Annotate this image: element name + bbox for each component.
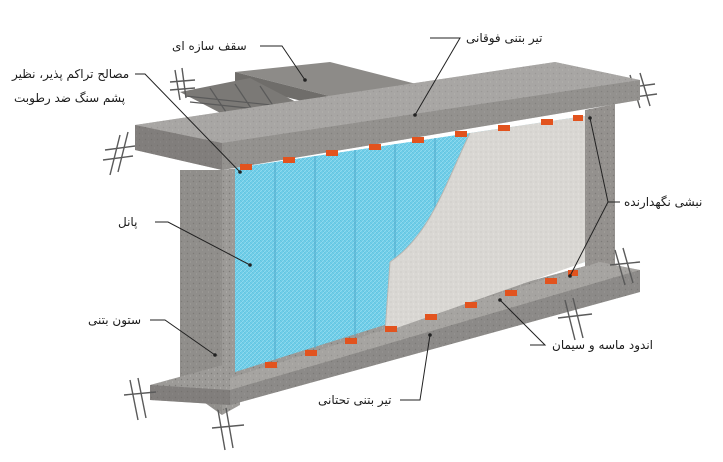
right-concrete-column xyxy=(585,104,615,280)
label-retaining-angle: نبشی نگهدارنده xyxy=(624,195,703,209)
leader-dots xyxy=(213,78,592,357)
label-column: ستون بتنی xyxy=(88,313,142,327)
label-materials-line1: مصالح تراکم پذیر، نظیر xyxy=(12,67,130,81)
sand-cement-plaster xyxy=(384,116,585,333)
retaining-angles-bottom xyxy=(265,270,578,368)
rebar-bottom xyxy=(123,247,641,451)
label-roof: سقف سازه ای xyxy=(172,39,247,53)
label-top-beam: تیر بتنی فوقانی xyxy=(466,31,543,45)
label-panel: پانل xyxy=(118,215,138,229)
leader-lines xyxy=(135,37,620,401)
label-plaster: اندود ماسه و سیمان xyxy=(552,338,654,352)
top-concrete-beam xyxy=(135,62,640,170)
label-bottom-beam: تیر بتنی تحتانی xyxy=(318,393,392,407)
label-materials-line2: پشم سنگ ضد رطوبت xyxy=(14,91,126,105)
retaining-angles-top xyxy=(240,115,583,170)
bottom-concrete-beam xyxy=(150,262,640,405)
